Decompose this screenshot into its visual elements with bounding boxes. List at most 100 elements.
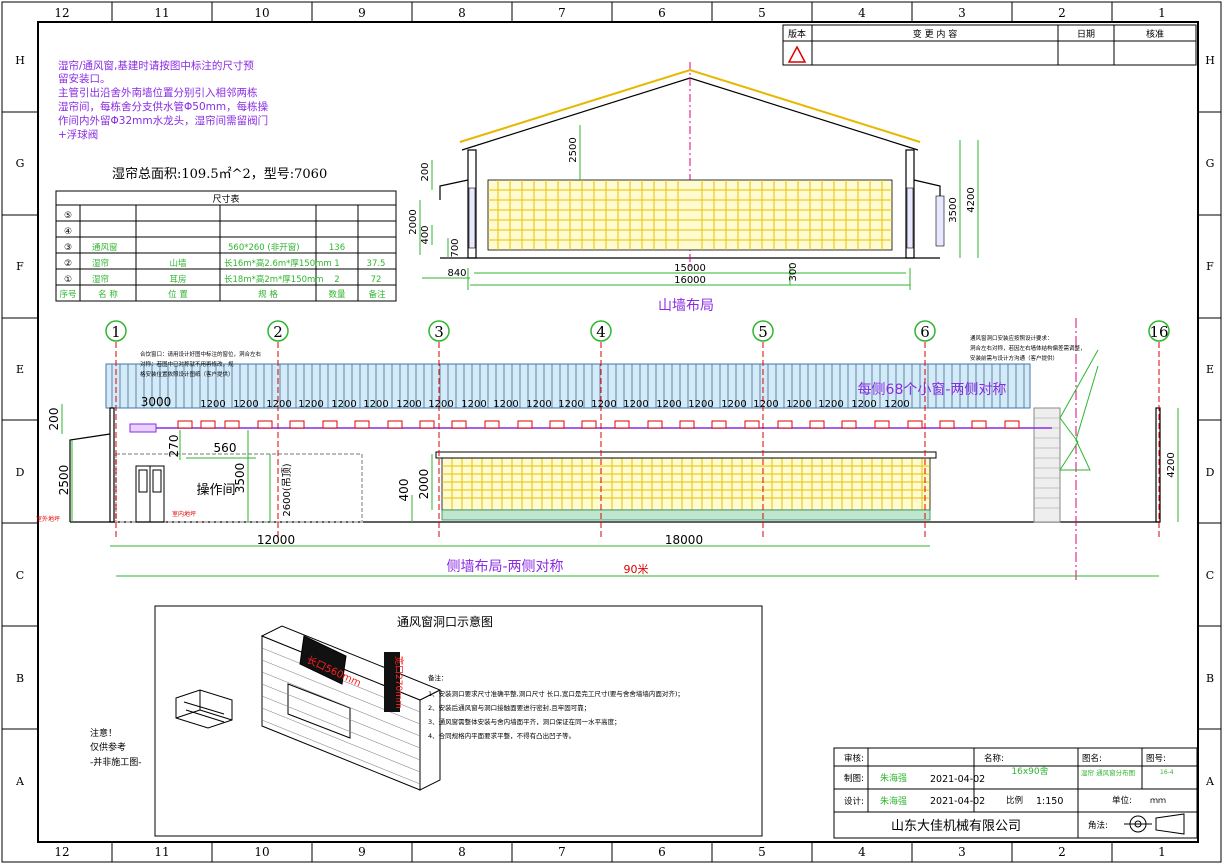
dim-1200: 1200 bbox=[688, 399, 713, 410]
row-label: E bbox=[16, 363, 24, 376]
dim-1200: 1200 bbox=[623, 399, 648, 410]
row-label: A bbox=[15, 775, 25, 788]
col-label: 5 bbox=[758, 845, 766, 859]
col-label: 1 bbox=[1158, 6, 1166, 20]
company-name: 山东大佳机械有限公司 bbox=[891, 819, 1021, 834]
side-block-wall-right bbox=[1033, 407, 1061, 523]
axis-label: 3 bbox=[434, 323, 444, 341]
row-label: A bbox=[1205, 775, 1215, 788]
dim-12000: 12000 bbox=[257, 533, 295, 547]
frame-row-labels-right: H G F E D C B A bbox=[1205, 54, 1215, 788]
size-row-spec: 长18m*高2m*厚150mm bbox=[224, 274, 324, 285]
size-row-pos: 耳房 bbox=[169, 274, 186, 285]
reference-note: 仅供参考 bbox=[90, 741, 126, 753]
row-label: F bbox=[16, 260, 24, 273]
dim-3500: 3500 bbox=[233, 463, 247, 494]
axis-label: 6 bbox=[920, 323, 930, 341]
pipe-inlet-fitting bbox=[129, 423, 157, 433]
size-row-no: ⑤ bbox=[64, 211, 72, 221]
col-label: 4 bbox=[858, 6, 866, 20]
name-label: 名称: bbox=[984, 753, 1004, 764]
col-label: 11 bbox=[154, 845, 169, 859]
side-length-label: 90米 bbox=[624, 563, 649, 576]
dim-1200: 1200 bbox=[884, 399, 909, 410]
size-header-pos: 位 置 bbox=[168, 289, 188, 300]
side-cooling-pad bbox=[441, 457, 931, 511]
revision-col-date: 日期 bbox=[1077, 29, 1095, 40]
size-header-note: 备注 bbox=[368, 289, 386, 300]
dim-1200: 1200 bbox=[233, 399, 258, 410]
dim-1200: 1200 bbox=[331, 399, 356, 410]
row-label: H bbox=[1205, 54, 1215, 67]
dim-1200: 1200 bbox=[428, 399, 453, 410]
gable-cooling-pad bbox=[487, 179, 893, 251]
size-row-no: ③ bbox=[64, 243, 72, 253]
col-label: 2 bbox=[1058, 6, 1066, 20]
dim-1200: 1200 bbox=[266, 399, 291, 410]
side-note-left: 合饮窗口：请用设计好图中标注的窗位，洞合左右 bbox=[140, 350, 262, 358]
dim-1200: 1200 bbox=[591, 399, 616, 410]
side-pad-grid bbox=[442, 458, 930, 510]
col-label: 6 bbox=[658, 845, 666, 859]
axis-label: 4 bbox=[596, 323, 606, 341]
gable-elevation: 200 2000 400 700 2500 3500 4200 840 1500… bbox=[408, 62, 979, 314]
size-row-pos: 山墙 bbox=[169, 258, 187, 269]
revision-table: 版本 变 更 内 容 日期 核准 bbox=[782, 24, 1197, 66]
operation-room-label: 操作间 bbox=[196, 482, 235, 498]
gable-right-window bbox=[906, 187, 914, 249]
dim-3000: 3000 bbox=[141, 395, 172, 409]
drawn-label: 制图: bbox=[844, 773, 864, 784]
revision-col-check: 核准 bbox=[1146, 28, 1164, 40]
dim-400: 400 bbox=[397, 479, 411, 502]
col-label: 10 bbox=[254, 845, 269, 859]
detail-notes-title: 备注： bbox=[428, 673, 448, 682]
column-axes bbox=[115, 342, 1160, 540]
col-label: 4 bbox=[858, 845, 866, 859]
detail-note: 1、安装洞口要求尺寸准确平整,洞口尺寸 长口,宽口是完工尺寸(要与舍舍墙墙内面对… bbox=[428, 689, 684, 698]
dim-1200: 1200 bbox=[526, 399, 551, 410]
note-line: +浮球阀 bbox=[58, 128, 98, 141]
gable-dim-200: 200 bbox=[420, 162, 431, 181]
col-label: 1 bbox=[1158, 845, 1166, 859]
name-value: 16x90舍 bbox=[1011, 765, 1048, 777]
row-label: E bbox=[1206, 363, 1214, 376]
dim-2500: 2500 bbox=[57, 465, 71, 496]
row-label: D bbox=[1206, 466, 1215, 479]
revision-col-change: 变 更 内 容 bbox=[913, 28, 958, 40]
frame-column-labels-bottom: 12 11 10 9 8 7 6 5 4 3 2 1 bbox=[54, 845, 1165, 859]
dim-1200: 1200 bbox=[461, 399, 486, 410]
ground-label-indoor: 室内地坪 bbox=[172, 510, 196, 518]
dim-1200: 1200 bbox=[786, 399, 811, 410]
gable-right-inlet bbox=[935, 195, 945, 247]
row-label: B bbox=[1206, 672, 1214, 685]
dim-1200: 1200 bbox=[298, 399, 323, 410]
dim-270: 270 bbox=[167, 435, 181, 458]
projection-symbol-icon bbox=[1124, 813, 1185, 835]
pad-base-curb bbox=[441, 509, 931, 521]
axis-bubbles bbox=[105, 320, 1170, 342]
dim-200: 200 bbox=[47, 408, 61, 431]
gable-dim-700: 700 bbox=[450, 238, 461, 257]
side-note-right: 安装前需与设计方沟通（客户提供） bbox=[970, 354, 1058, 362]
row-label: B bbox=[16, 672, 24, 685]
length-tag-shape bbox=[299, 635, 347, 685]
col-label: 12 bbox=[54, 845, 69, 859]
dim-4200: 4200 bbox=[1166, 452, 1177, 477]
size-row-note: 37.5 bbox=[367, 259, 386, 269]
side-elevation: 1 2 3 4 5 6 16 3000 1200 1200 1200 1200 … bbox=[36, 318, 1179, 580]
size-row-spec: 长16m*高2.6m*厚150mm bbox=[224, 258, 332, 269]
detail-note: 2、安装后通风窗与洞口接触面要进行密封,且牢固可靠； bbox=[428, 703, 590, 712]
side-note-left: 对称：若图中已对称就不用再修改，规 bbox=[140, 360, 234, 368]
review-label: 审核: bbox=[844, 753, 864, 764]
drawing-no-value: 16-4 bbox=[1160, 769, 1174, 776]
size-header-name: 名 称 bbox=[98, 289, 118, 300]
axis-label: 16 bbox=[1149, 323, 1168, 341]
col-label: 7 bbox=[558, 6, 566, 20]
dim-1200: 1200 bbox=[818, 399, 843, 410]
gable-dim-16000: 16000 bbox=[674, 275, 706, 286]
scale-value: 1:150 bbox=[1036, 796, 1063, 807]
ground-label-outdoor: 室外地坪 bbox=[36, 515, 60, 523]
size-row-no: ④ bbox=[64, 227, 72, 237]
detail-panel: 通风窗洞口示意图 长口560mm 宽口270mm 备注： 1、安装洞口要求尺寸准… bbox=[90, 605, 763, 837]
